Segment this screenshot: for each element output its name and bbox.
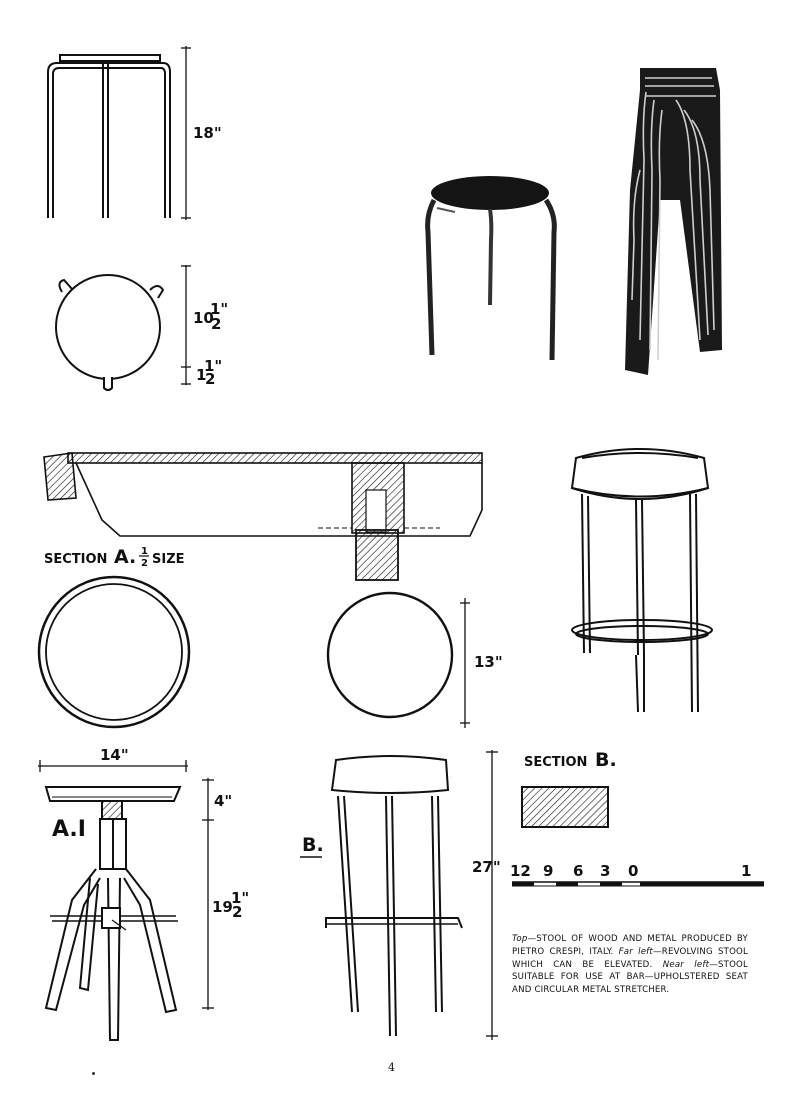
- plan-diameter-frac: 1": [210, 300, 228, 318]
- stool-plan-drawing: [55, 274, 165, 391]
- caption-far-left-text: —REVOLVING STOOL WHICH CAN BE ELEVATED.: [512, 946, 748, 970]
- fig-b-label: B.: [302, 834, 324, 856]
- page-mark: [92, 1072, 95, 1075]
- caption-far-left-label: Far left: [618, 946, 653, 957]
- bar-seat-dimension-line: [460, 598, 470, 728]
- section-b-title: SECTION: [524, 755, 587, 770]
- revolving-width-dimension: [38, 760, 188, 772]
- caption-top-label: Top: [512, 934, 528, 944]
- page-number: 4: [388, 1061, 395, 1074]
- figure-caption: Top—STOOL OF WOOD AND METAL PRODUCED BY …: [512, 933, 748, 997]
- section-a-size: SIZE: [152, 552, 185, 567]
- bar-stool-drawing: [570, 448, 713, 713]
- plan-diameter-whole: 10: [193, 309, 214, 327]
- section-b-letter: B.: [595, 749, 617, 771]
- section-b-profile: [521, 786, 609, 828]
- scale-tick-3: 3: [600, 862, 610, 880]
- revolving-height-whole: 19: [212, 898, 233, 916]
- scale-tick-12: 12: [510, 862, 531, 880]
- revolving-screw-label: 4": [214, 792, 232, 810]
- scale-tick-6: 6: [573, 862, 583, 880]
- height-dimension-line: [181, 46, 191, 220]
- leg-offset-den: 2: [205, 370, 215, 388]
- section-a-title: SECTION: [44, 552, 107, 567]
- stool-height-label: 18": [193, 124, 222, 142]
- bar-stool-elevation-drawing: [325, 755, 463, 1037]
- revolving-stool-drawing: [44, 786, 182, 1041]
- section-a-scale-den: 2: [141, 558, 148, 569]
- bar-stool-height-label: 27": [472, 858, 501, 876]
- revolving-seat-plan: [37, 575, 191, 729]
- plan-diameter-den: 2: [211, 315, 221, 333]
- section-a-letter: A.: [114, 546, 136, 568]
- revolving-height-den: 2: [232, 903, 242, 921]
- scale-bar: [512, 881, 764, 887]
- caption-near-left-text: —STOOL SUITABLE FOR USE AT BAR—UPHOLSTER…: [512, 959, 749, 996]
- bar-stool-height-dimension: [486, 750, 498, 1040]
- scale-tick-1: 1: [741, 862, 751, 880]
- section-a-drawing: [43, 452, 483, 581]
- scale-tick-0: 0: [628, 862, 638, 880]
- bar-seat-plan: [326, 591, 454, 719]
- fig-a1-label: A.I: [52, 817, 86, 842]
- revolving-height-frac: 1": [231, 889, 249, 907]
- leg-offset-whole: 1: [196, 366, 206, 384]
- caption-top-text: —STOOL OF WOOD AND METAL PRODUCED BY PIE…: [512, 934, 748, 957]
- leg-offset-frac: 1": [204, 357, 222, 375]
- scale-tick-9: 9: [543, 862, 553, 880]
- caption-near-left-label: Near left: [662, 959, 710, 970]
- stacked-stools-photograph: [625, 68, 722, 375]
- stool-photograph: [425, 176, 557, 361]
- plan-dimension-line: [181, 265, 191, 385]
- bar-seat-width-label: 13": [474, 653, 503, 671]
- section-a-scale-num: 1: [141, 546, 148, 557]
- revolving-height-dimension: [202, 778, 214, 1010]
- stool-elevation-drawing: [47, 54, 171, 218]
- revolving-width-label: 14": [100, 746, 129, 764]
